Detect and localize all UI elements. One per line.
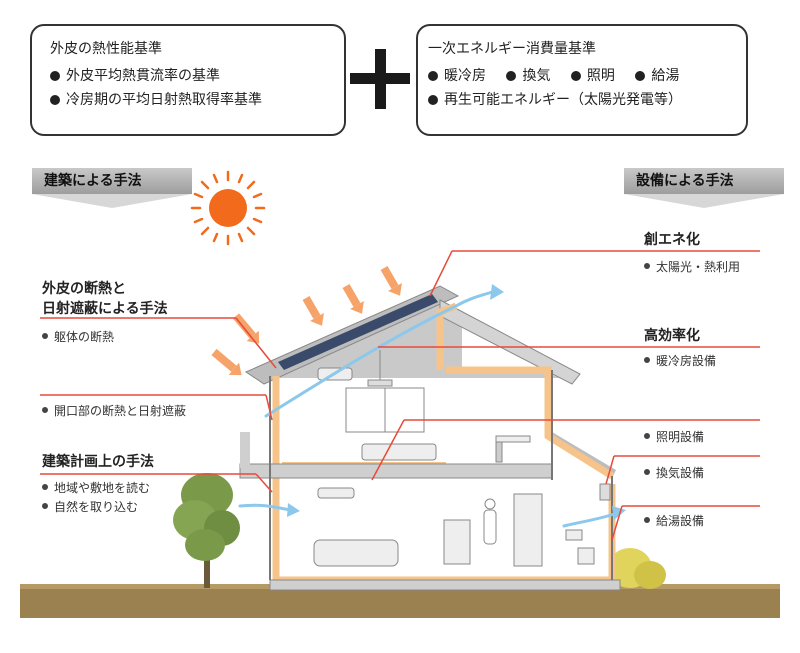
bullet-icon	[428, 71, 438, 81]
bullet-icon	[644, 357, 650, 363]
bullet-icon	[506, 71, 517, 81]
bullet-icon	[50, 95, 60, 105]
envelope-standard-box: 外皮の熱性能基準 外皮平均熱貫流率の基準 冷房期の平均日射熱取得率基準	[30, 24, 346, 136]
opening-item: 開口部の断熱と日射遮蔽	[42, 402, 186, 419]
bullet-icon	[428, 95, 438, 105]
energy-standard-row: 再生可能エネルギー（太陽光発電等）	[428, 88, 736, 112]
bullet-icon	[42, 484, 48, 490]
planning-item: 自然を取り込む	[42, 498, 138, 515]
tree-icon	[173, 473, 240, 588]
bullet-icon	[42, 503, 48, 509]
lighting-item: 照明設備	[644, 428, 704, 445]
envelope-standard-item: 冷房期の平均日射熱取得率基準	[50, 88, 326, 112]
equipment-methods-banner: 設備による手法	[624, 168, 784, 208]
bullet-icon	[42, 333, 48, 339]
energy-creation-item: 太陽光・熱利用	[644, 258, 740, 275]
planning-item: 地域や敷地を読む	[42, 479, 150, 496]
house-structure	[239, 285, 621, 591]
ventilation-item: 換気設備	[644, 464, 704, 481]
envelope-standard-title: 外皮の熱性能基準	[50, 41, 162, 57]
shrub-icon	[608, 548, 666, 589]
bullet-icon	[644, 517, 650, 523]
efficiency-item: 暖冷房設備	[644, 352, 716, 369]
bullet-icon	[644, 263, 650, 269]
energy-standard-title: 一次エネルギー消費量基準	[428, 41, 596, 57]
bullet-icon	[570, 71, 581, 81]
sunlight-arrows	[211, 266, 402, 376]
hotwater-item: 給湯設備	[644, 512, 704, 529]
banner-arrow-icon	[32, 194, 192, 208]
envelope-standard-item: 外皮平均熱貫流率の基準	[50, 64, 326, 88]
leader-lines	[40, 250, 760, 541]
efficiency-heading: 高効率化	[644, 328, 700, 344]
sun-icon	[190, 170, 266, 246]
bullet-icon	[635, 71, 646, 81]
banner-arrow-icon	[624, 194, 784, 208]
ground	[20, 588, 780, 618]
bullet-icon	[644, 433, 650, 439]
planning-heading: 建築計画上の手法	[42, 454, 154, 470]
architectural-methods-banner: 建築による手法	[32, 168, 192, 208]
insulation-heading: 外皮の断熱と 日射遮蔽による手法	[42, 281, 168, 317]
airflow-arrows	[238, 290, 616, 528]
energy-standard-box: 一次エネルギー消費量基準 暖冷房 換気 照明 給湯 再生可能エネルギー（太陽光発…	[416, 24, 748, 136]
energy-standard-row: 暖冷房 換気 照明 給湯	[428, 64, 736, 88]
insulation-item: 躯体の断熱	[42, 328, 114, 345]
bullet-icon	[644, 469, 650, 475]
bullet-icon	[50, 71, 60, 81]
plus-icon	[350, 49, 410, 109]
interior-furnishings	[313, 350, 611, 567]
bullet-icon	[42, 407, 48, 413]
energy-creation-heading: 創エネ化	[644, 232, 700, 248]
